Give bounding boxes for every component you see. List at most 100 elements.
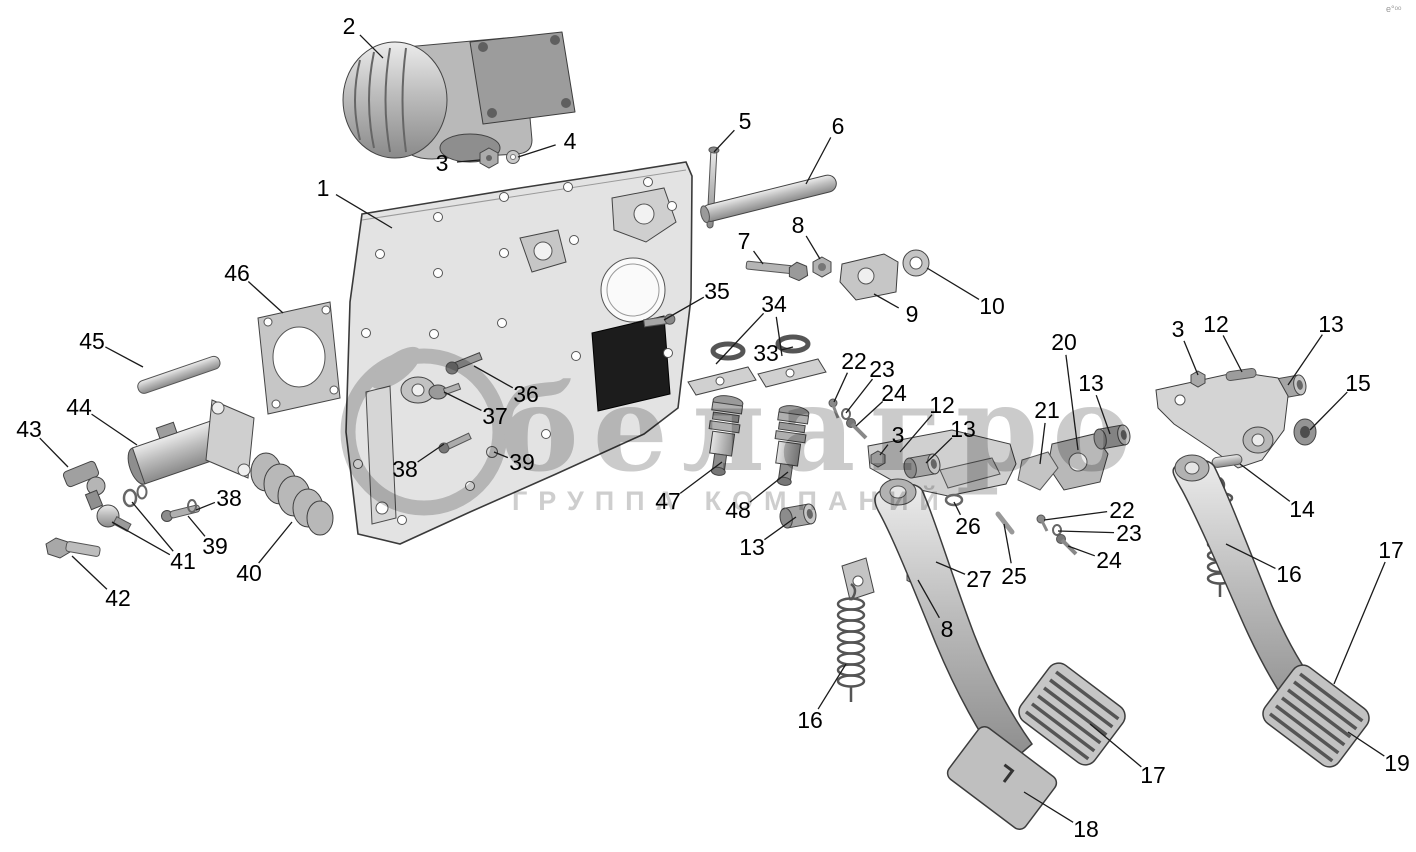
callout-label-21: 21 [1034,397,1060,423]
plunger-valve-48 [774,405,810,486]
callout-label-7: 7 [738,228,751,254]
callout-leader-line [111,521,171,556]
callout-leader-line [749,471,789,503]
callout-leader-line [39,437,69,468]
callout-label-47: 47 [655,488,681,514]
callout-label-12: 12 [929,392,955,418]
callout-leader-line [91,413,138,446]
callout-label-35: 35 [704,278,730,304]
callout-leader-line [258,521,293,564]
callout-label-5: 5 [739,108,752,134]
callout-label-15: 15 [1345,370,1371,396]
callout-leader-line [1183,340,1199,376]
callout-leader-line [443,391,482,412]
callout-leader-line [764,516,797,541]
washer-part10 [902,249,930,277]
callout-label-19: 19 [1384,750,1410,776]
master-cylinder-part44 [127,399,255,485]
callout-label-40: 40 [236,560,262,586]
mounting-plate [345,161,693,545]
callout-leader-line [1039,422,1046,465]
callout-leader-line [1225,543,1276,569]
callout-label-6: 6 [832,113,845,139]
callout-leader-line [1043,511,1108,521]
bolt-part35 [643,313,676,328]
callout-leader-line [71,555,108,590]
pushrod-part45 [137,355,221,394]
bolt-washer-left-38-39 [161,499,201,522]
callout-label-39: 39 [202,533,228,559]
pedal-pad-17-right [1262,664,1370,768]
callout-label-33: 33 [753,340,779,366]
callout-label-37: 37 [482,403,508,429]
center-pedal-lever [841,478,1034,770]
callout-leader-line [1067,545,1096,557]
return-spring-center [836,583,866,702]
callout-leader-line [247,281,284,314]
callout-leader-line [105,346,144,368]
callout-label-18: 18 [1073,816,1099,842]
callout-leader-line [925,437,953,464]
brake-valve-part [342,31,576,163]
callout-label-14: 14 [1289,496,1315,522]
callout-leader-line [1095,394,1111,435]
watermark: белагро ГРУППА КОМПАНИЙ [340,346,1131,516]
callout-label-10: 10 [979,293,1005,319]
callout-leader-line [713,129,735,153]
watermark-subtitle-text: ГРУППА КОМПАНИЙ [512,485,950,516]
callout-leader-line [926,267,980,300]
pedal-pad-17-center [1018,662,1126,766]
callout-leader-line [493,451,509,459]
callout-label-23: 23 [1116,520,1142,546]
callout-leader-line [456,159,481,163]
callout-leader-line [879,444,889,456]
callout-label-22: 22 [841,348,867,374]
ball-stud-part41 [96,484,148,532]
callout-label-8: 8 [792,212,805,238]
pedal-shaft [700,174,837,224]
nut-and-washer-top [479,147,520,169]
callout-label-46: 46 [224,260,250,286]
callout-label-13: 13 [950,416,976,442]
callout-label-20: 20 [1051,329,1077,355]
callout-leader-line [1003,523,1012,564]
callout-label-48: 48 [725,497,751,523]
callout-leader-line [1057,530,1115,534]
callout-leader-line [817,663,847,710]
callout-leader-line [195,501,216,511]
callout-label-42: 42 [105,585,131,611]
callout-leader-line [899,414,933,453]
callout-label-16: 16 [1276,561,1302,587]
belagro-ring-logo [340,346,508,516]
gasket-part46 [257,301,341,415]
banjo-bolt-part42 [45,537,101,559]
callout-label-39: 39 [509,449,535,475]
callout-label-17: 17 [1378,537,1404,563]
callout-label-12: 12 [1203,311,1229,337]
callout-label-1: 1 [317,175,330,201]
callout-leader-line [187,515,206,537]
callout-label-24: 24 [1096,547,1122,573]
callout-leader-line [873,293,900,309]
callout-leader-line [1287,334,1323,386]
callout-leader-line [753,250,764,265]
callout-leader-line [1239,463,1291,502]
clamp-plates-part34 [687,358,827,396]
callout-leader-line [1089,723,1142,768]
right-pedal-lever [1172,454,1334,732]
callout-leader-line [517,144,556,158]
callout-label-38: 38 [392,456,418,482]
callout-label-17: 17 [1140,762,1166,788]
nut-part8 [812,256,832,278]
callout-leader-line [1309,391,1348,431]
callout-leader-line [473,365,514,389]
callout-label-34: 34 [761,291,787,317]
callout-leader-line [1023,791,1074,823]
screw-set-upper [828,398,868,440]
callout-label-13: 13 [1078,370,1104,396]
cap-part15 [1293,418,1317,446]
callout-label-22: 22 [1109,497,1135,523]
callout-label-13: 13 [1318,311,1344,337]
callout-leader-line [715,312,765,365]
